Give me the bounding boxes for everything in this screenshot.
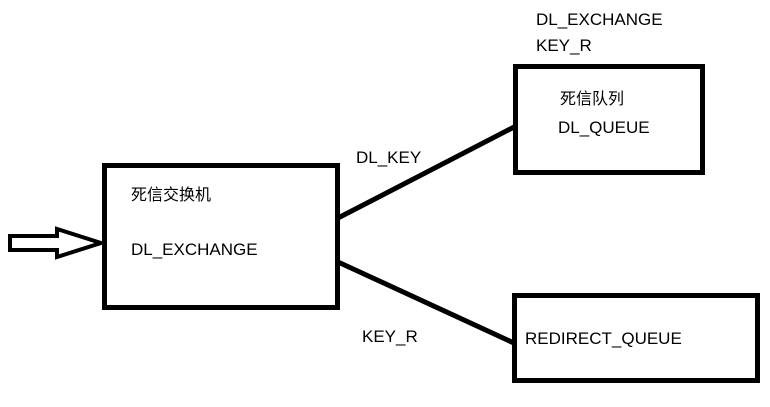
dl-exchange-title: 死信交换机 (131, 187, 212, 204)
top-right-annotation: DL_EXCHANGE KEY_R (536, 7, 663, 59)
dl-queue-title: 死信队列 (560, 91, 625, 108)
edge-label-dl-key: DL_KEY (356, 148, 422, 167)
edge-label-key-r: KEY_R (362, 327, 418, 346)
dl-exchange-name: DL_EXCHANGE (131, 240, 258, 259)
annotation-exchange-label: DL_EXCHANGE (536, 10, 663, 29)
annotation-key-label: KEY_R (536, 36, 592, 55)
edge-dl-key-line (336, 123, 518, 221)
node-dl-exchange: 死信交换机 DL_EXCHANGE (102, 163, 340, 310)
edge-key-r-line (336, 259, 518, 347)
node-dl-queue: 死信队列 DL_QUEUE (513, 64, 705, 175)
dl-queue-name: DL_QUEUE (558, 118, 650, 137)
redirect-queue-name: REDIRECT_QUEUE (525, 329, 682, 348)
right-block-arrow-icon (8, 226, 108, 260)
node-redirect-queue: REDIRECT_QUEUE (512, 293, 760, 383)
